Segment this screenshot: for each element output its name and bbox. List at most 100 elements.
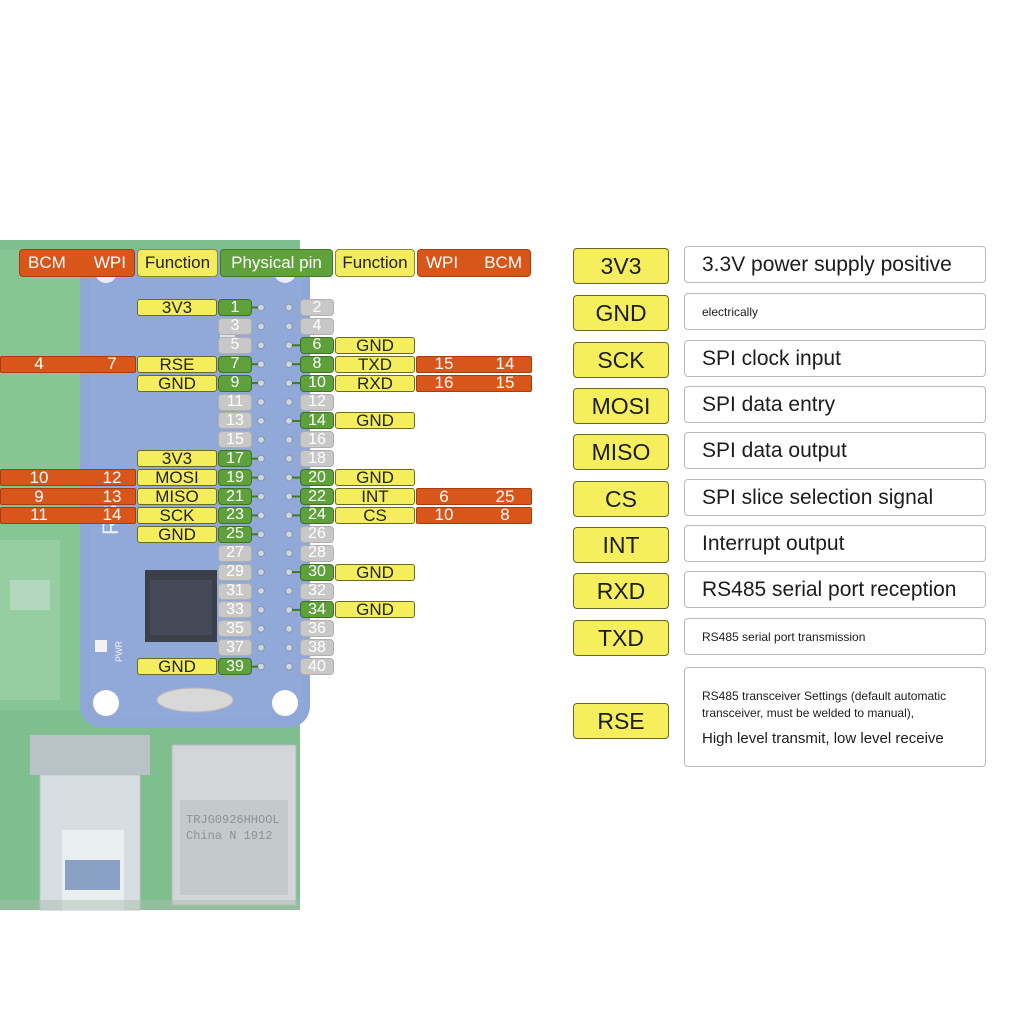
- legend-tag-cs: CS: [573, 481, 669, 517]
- function-label-pin-8: TXD: [335, 355, 415, 373]
- pin-31: 31: [218, 582, 252, 600]
- header-pin-dot-38: [285, 643, 293, 652]
- header-pin-dot-1: [257, 303, 265, 312]
- header-pin-dot-23: [257, 511, 265, 520]
- header-pin-dot-13: [257, 417, 265, 425]
- header-pin-dot-26: [285, 530, 293, 539]
- pin-11: 11: [218, 393, 252, 411]
- legend-description-rse: RS485 transceiver Settings (default auto…: [684, 667, 986, 767]
- function-label-pin-23: SCK: [137, 506, 217, 524]
- chip-label-line-2: China N 1912: [186, 829, 273, 843]
- header-pin-dot-33: [257, 606, 265, 614]
- function-label-pin-9: GND: [137, 374, 217, 392]
- pin-29: 29: [218, 563, 252, 581]
- bcm-number-pin-10: 15: [495, 373, 515, 393]
- header-right-wpi-bcm: WPI BCM: [417, 249, 531, 277]
- pin-22: 22: [300, 488, 334, 505]
- legend-tag-rse: RSE: [573, 703, 669, 739]
- function-label-pin-20: GND: [335, 469, 415, 487]
- pin-9: 9: [218, 374, 252, 392]
- wpi-number-pin-21: 13: [102, 486, 122, 506]
- pin-37: 37: [218, 639, 252, 657]
- chip-label-line-1: TRJG0926HHOOL: [186, 813, 280, 827]
- pin-12: 12: [300, 393, 334, 411]
- function-label-pin-1: 3V3: [137, 299, 217, 316]
- function-label-pin-6: GND: [335, 336, 415, 354]
- header-right-function: Function: [335, 249, 415, 277]
- header-pin-dot-27: [257, 549, 265, 558]
- pin-28: 28: [300, 544, 334, 562]
- header-pin-dot-22: [285, 492, 293, 501]
- header-pin-dot-16: [285, 435, 293, 444]
- header-pin-dot-4: [285, 322, 293, 331]
- legend-description-sck: SPI clock input: [684, 340, 986, 377]
- pin-1: 1: [218, 299, 252, 316]
- pin-33: 33: [218, 601, 252, 619]
- wpi-number-pin-19: 12: [102, 467, 122, 487]
- pin-18: 18: [300, 450, 334, 468]
- header-right-bcm: BCM: [484, 253, 522, 272]
- header-pin-dot-28: [285, 549, 293, 558]
- header-pin-dot-5: [257, 341, 265, 350]
- legend-tag-miso: MISO: [573, 434, 669, 470]
- header-pin-dot-36: [285, 624, 293, 633]
- bcm-number-pin-21: 9: [34, 486, 44, 506]
- pin-35: 35: [218, 620, 252, 638]
- bcm-number-pin-24: 8: [500, 505, 510, 525]
- function-label-pin-39: GND: [137, 658, 217, 676]
- function-label-pin-19: MOSI: [137, 469, 217, 487]
- pin-3: 3: [218, 317, 252, 335]
- legend-tag-rxd: RXD: [573, 573, 669, 609]
- pin-8: 8: [300, 355, 334, 373]
- pin-27: 27: [218, 544, 252, 562]
- function-label-pin-25: GND: [137, 525, 217, 543]
- legend-description-mosi: SPI data entry: [684, 386, 986, 423]
- header-pin-dot-9: [257, 379, 265, 388]
- pin-19: 19: [218, 469, 252, 487]
- gpio-numbers-pin-21: 9 13: [0, 486, 136, 506]
- pin-5: 5: [218, 336, 252, 354]
- header-pin-dot-7: [257, 360, 265, 369]
- legend-rse-main: High level transmit, low level receive: [702, 729, 944, 747]
- function-label-pin-10: RXD: [335, 374, 415, 392]
- function-label-pin-7: RSE: [137, 355, 217, 373]
- bcm-number-pin-8: 14: [495, 354, 515, 374]
- legend-description-3v3: 3.3V power supply positive: [684, 246, 986, 283]
- legend-description-miso: SPI data output: [684, 432, 986, 469]
- pin-32: 32: [300, 582, 334, 600]
- function-label-pin-34: GND: [335, 601, 415, 619]
- pin-30: 30: [300, 563, 334, 581]
- legend-tag-int: INT: [573, 527, 669, 563]
- header-pin-dot-39: [257, 662, 265, 671]
- legend-tag-3v3: 3V3: [573, 248, 669, 284]
- header-pin-dot-3: [257, 322, 265, 331]
- pin-4: 4: [300, 317, 334, 335]
- legend-description-cs: SPI slice selection signal: [684, 479, 986, 516]
- header-pin-dot-37: [257, 643, 265, 652]
- header-pin-dot-8: [285, 360, 293, 369]
- legend-tag-mosi: MOSI: [573, 388, 669, 424]
- wpi-number-pin-22: 6: [439, 486, 449, 506]
- wpi-number-pin-7: 7: [107, 354, 117, 374]
- header-pin-dot-24: [285, 511, 293, 520]
- pin-7: 7: [218, 355, 252, 373]
- header-pin-dot-34: [285, 606, 293, 614]
- header-pin-dot-21: [257, 492, 265, 501]
- header-pin-dot-12: [285, 398, 293, 406]
- pin-34: 34: [300, 601, 334, 619]
- legend-rse-note: RS485 transceiver Settings (default auto…: [702, 688, 947, 720]
- header-pin-dot-30: [285, 568, 293, 576]
- header-pin-dot-15: [257, 435, 265, 444]
- pin-6: 6: [300, 336, 334, 354]
- pin-14: 14: [300, 412, 334, 430]
- header-pin-dot-40: [285, 662, 293, 671]
- legend-description-rxd: RS485 serial port reception: [684, 571, 986, 608]
- header-pin-dot-19: [257, 473, 265, 482]
- header-left-function: Function: [137, 249, 218, 277]
- header-pin-dot-25: [257, 530, 265, 539]
